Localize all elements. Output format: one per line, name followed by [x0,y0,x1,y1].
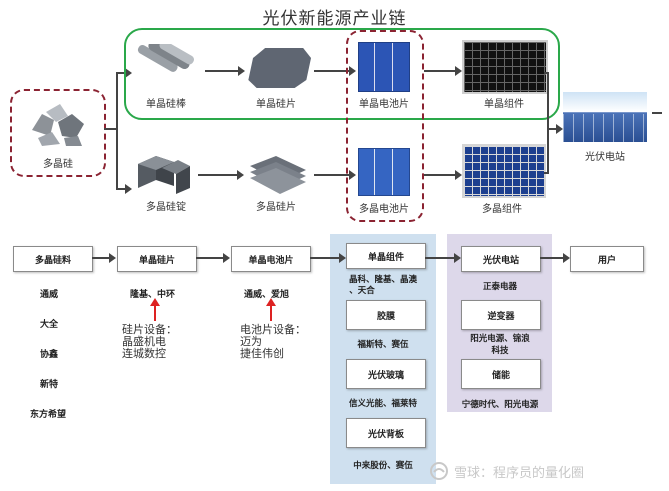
polysilicon-label: 多晶硅 [43,159,73,170]
stage-mono-wafer-label: 单晶硅片 [138,255,175,266]
pv-glass-box: 光伏玻璃 [346,359,426,389]
stage-pv-station: 光伏电站 [461,246,541,272]
stage4-companies-line2: 、天合 [349,286,375,296]
stage2-red-arrow [150,298,160,321]
stage2-equip-1: 晶盛机电 [122,335,166,348]
arrow-poly-wafer-to-cell [314,170,356,180]
stage-mono-module-label: 单晶组件 [367,252,404,263]
stage3-equip-2: 捷佳伟创 [240,347,284,360]
arrow-stage3-to-stage4 [310,253,346,263]
stage-mono-module: 单晶组件 [346,243,426,269]
inverter-label: 逆变器 [487,311,515,322]
pv-glass-companies: 信义光能、福莱特 [348,399,417,409]
stage4-companies-line1: 晶科、隆基、晶澳 [348,275,417,285]
cell-stage-frame [346,30,424,222]
arrow-poly-cell-to-module [424,170,462,180]
backsheet-companies: 中来股份、赛伍 [353,461,413,471]
arrow-stage2-to-stage3 [196,253,230,263]
pv-glass-label: 光伏玻璃 [367,370,404,381]
stage-polysilicon-material: 多晶硅料 [13,246,93,272]
stage2-equip-title: 硅片设备： [122,323,177,336]
storage-companies: 宁德时代、阳光电源 [461,400,539,410]
inverter-companies-1: 阳光电源、锦浪 [470,334,530,344]
film-box: 胶膜 [346,300,426,330]
stage3-equip-1: 迈为 [240,335,262,348]
poly-ingot-label: 多晶硅锭 [146,202,186,213]
mono-cell-label: 单晶电池片 [359,99,409,110]
arrow-stage1-to-stage2 [92,253,116,263]
poly-cell-image [358,148,410,196]
mono-chain-frame [124,28,560,120]
arrow-rod-to-wafer [205,66,245,76]
branch-vertical [116,72,118,190]
stage1-company-3: 协鑫 [40,350,59,360]
stage-mono-cell: 单晶电池片 [231,246,311,272]
pv-station-company: 正泰电器 [482,282,517,292]
watermark: 雪球：程序员的量化圈 [430,459,660,483]
stage1-company-2: 大全 [40,320,59,330]
station-exit-line [652,112,662,114]
storage-label: 储能 [491,370,510,381]
polysilicon-chunks-image [32,104,84,146]
arrow-stage5-to-stage6 [540,253,570,263]
stage-mono-wafer: 单晶硅片 [117,246,197,272]
mono-wafer-image [248,48,312,88]
poly-module-image [462,144,546,198]
stage3-companies: 通威、爱旭 [244,290,290,300]
stage2-equip-2: 连城数控 [122,347,166,360]
arrow-wafer-to-cell [314,66,356,76]
diagram-title: 光伏新能源产业链 [262,9,407,29]
inverter-companies-2: 科技 [491,346,509,356]
mono-wafer-label: 单晶硅片 [256,99,296,110]
branch-connector [104,128,118,130]
stage-pv-station-label: 光伏电站 [482,255,519,266]
poly-module-label: 多晶组件 [482,204,522,215]
film-companies: 福斯特、赛伍 [357,340,409,350]
arrow-cell-to-module [424,66,462,76]
stage3-red-arrow [266,298,276,321]
backsheet-label: 光伏背板 [367,429,404,440]
mono-module-image [462,40,548,94]
mono-cell-image [358,42,410,92]
pv-station-image [563,92,647,142]
snowball-logo-icon [430,462,448,480]
poly-wafer-label: 多晶硅片 [256,202,296,213]
arrow-to-poly-ingot [116,184,132,194]
poly-ingot-image [138,156,190,194]
module-merge-vertical [547,72,549,174]
poly-module-exit [544,172,549,174]
pv-station-label: 光伏电站 [585,152,625,163]
stage1-company-5: 东方希望 [30,410,67,420]
mono-module-label: 单晶组件 [484,99,524,110]
stage-polysilicon-material-label: 多晶硅料 [34,255,71,266]
watermark-text: 雪球：程序员的量化圈 [454,465,585,481]
stage-user-label: 用户 [597,255,616,266]
stage1-company-1: 通威 [40,290,59,300]
arrow-ingot-to-wafer [198,170,244,180]
arrow-stage4-to-stage5 [425,253,461,263]
stage3-equip-title: 电池片设备： [240,323,306,336]
stage1-company-4: 新特 [40,380,59,390]
mono-rod-image [137,44,194,72]
poly-wafer-image [250,156,306,194]
polysilicon-frame [10,89,106,177]
arrow-module-to-station [547,124,563,134]
film-label: 胶膜 [376,311,395,322]
poly-cell-label: 多晶电池片 [359,204,409,215]
storage-box: 储能 [461,359,541,389]
stage2-companies: 隆基、中环 [130,290,176,300]
stage-mono-cell-label: 单晶电池片 [248,255,294,266]
backsheet-box: 光伏背板 [346,418,426,448]
stage-user: 用户 [570,246,644,272]
mono-module-exit [544,72,549,74]
arrow-to-mono-rod [116,68,132,78]
mono-rod-label: 单晶硅棒 [146,99,186,110]
inverter-box: 逆变器 [461,300,541,330]
